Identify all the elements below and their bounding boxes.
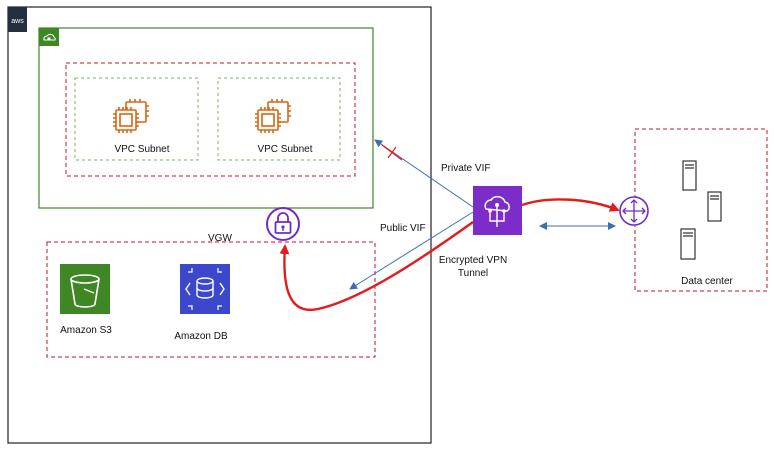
vpn-tunnel-to-vgw — [279, 221, 474, 312]
router-icon — [619, 196, 649, 226]
aws-logo — [8, 7, 27, 32]
ec2-instances-icon — [255, 99, 291, 133]
data-center-label: Data center — [681, 276, 733, 287]
data-center-container — [634, 128, 768, 292]
lock-cloud-icon — [39, 28, 59, 46]
amazon-db-label: Amazon DB — [174, 331, 228, 342]
vpc-subnet-1: VPC Subnet — [74, 77, 199, 161]
vpn-tunnel-to-dc — [521, 198, 620, 212]
amazon-s3-label: Amazon S3 — [60, 325, 112, 336]
amazon-s3-service: Amazon S3 — [60, 264, 112, 336]
aws-cloud-group: aws — [7, 6, 432, 444]
database-icon — [180, 264, 230, 314]
public-services-container — [46, 241, 376, 358]
direct-connect-group — [473, 186, 522, 235]
vgw-group: VGW — [208, 207, 300, 244]
subnet-2-label: VPC Subnet — [257, 144, 312, 155]
ec2-instances-icon — [113, 99, 149, 133]
private-vif-label: Private VIF — [441, 163, 490, 174]
subnets-container — [65, 62, 356, 177]
amazon-db-service: Amazon DB — [174, 264, 230, 342]
vpn-label-line1: Encrypted VPN — [439, 255, 507, 266]
vpn-label-line2: Tunnel — [458, 268, 488, 279]
public-vif-line — [349, 211, 474, 290]
vgw-label: VGW — [208, 233, 232, 244]
aws-logo-text: aws — [11, 18, 24, 25]
public-vif-label: Public VIF — [380, 223, 426, 234]
vpc-group — [38, 27, 374, 209]
private-vif-line — [374, 139, 474, 208]
subnet-1-label: VPC Subnet — [114, 144, 169, 155]
blocked-x-icon — [381, 144, 403, 161]
server-icon — [680, 160, 722, 260]
vpc-subnet-2: VPC Subnet — [217, 77, 341, 161]
